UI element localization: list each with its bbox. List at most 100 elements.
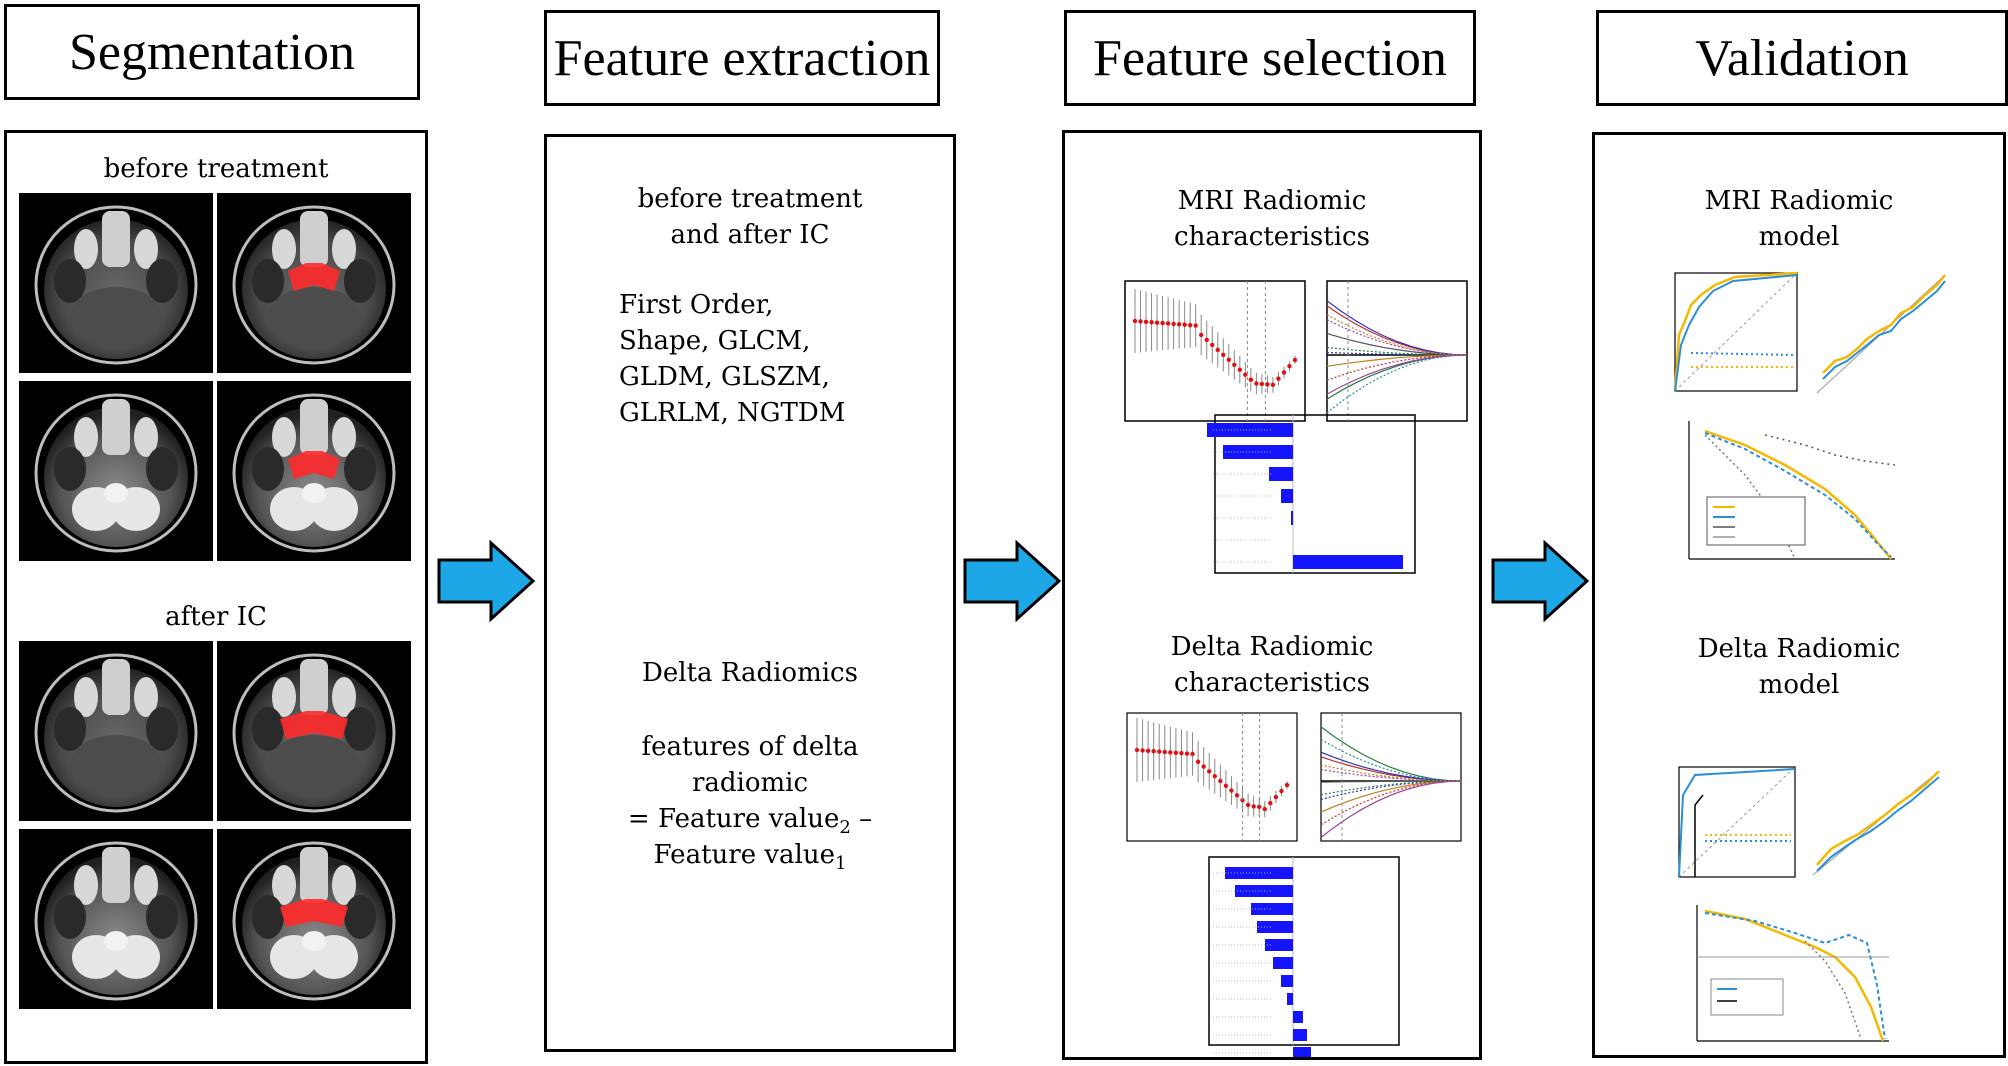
cv-point xyxy=(1262,806,1267,812)
cv-point xyxy=(1281,370,1287,375)
cv-point xyxy=(1134,747,1140,753)
cv-point xyxy=(1221,352,1226,358)
cv-point xyxy=(1276,376,1281,381)
cv-point xyxy=(1215,347,1220,353)
delta-model-title-1: Delta Radiomic xyxy=(1697,634,1901,664)
mri-slice-image xyxy=(217,641,411,821)
mri-slice-image xyxy=(19,381,213,561)
coefficient-path xyxy=(1320,764,1462,782)
coefficient-path xyxy=(1326,346,1468,356)
cv-point xyxy=(1195,759,1201,764)
coefficient-bar-plot xyxy=(1208,856,1400,1057)
cv-point xyxy=(1243,372,1248,377)
header-feature-extraction-label: Feature extraction xyxy=(553,29,931,87)
mri-characteristics-title-1: MRI Radiomic xyxy=(1177,186,1367,216)
mri-model-title-2: model xyxy=(1758,222,1840,252)
feature-class-item: GLDM, GLSZM, xyxy=(619,362,830,392)
roc-curve-plot xyxy=(1678,766,1796,878)
cv-point xyxy=(1245,802,1251,808)
cv-point xyxy=(1240,797,1245,803)
cv-point xyxy=(1149,320,1154,325)
cv-point xyxy=(1284,782,1290,788)
cv-point xyxy=(1140,748,1145,753)
cv-point xyxy=(1212,773,1217,779)
coefficient-bar xyxy=(1293,1011,1303,1023)
cv-point xyxy=(1234,793,1240,798)
coefficient-bar xyxy=(1257,921,1293,933)
cv-point xyxy=(1157,749,1162,754)
formula-text: – xyxy=(850,804,873,834)
coefficient-bar xyxy=(1293,1029,1307,1041)
coefficient-path xyxy=(1326,319,1468,356)
cv-point xyxy=(1254,381,1259,386)
header-feature-extraction: Feature extraction xyxy=(544,10,940,106)
cv-point xyxy=(1201,764,1206,769)
coefficient-path xyxy=(1326,314,1468,356)
coefficient-bar xyxy=(1251,903,1293,915)
before-treatment-label: before treatment xyxy=(103,154,329,184)
coefficient-bar xyxy=(1273,957,1293,969)
cv-point xyxy=(1232,362,1237,367)
cv-point xyxy=(1259,381,1265,387)
cv-point xyxy=(1199,332,1204,338)
cv-point xyxy=(1176,322,1182,327)
header-segmentation: Segmentation xyxy=(4,4,420,100)
segmentation-panel: before treatment after IC xyxy=(4,130,428,1064)
delta-model-title-2: model xyxy=(1758,670,1840,700)
cv-point xyxy=(1138,319,1143,324)
header-validation: Validation xyxy=(1596,10,2008,106)
cv-point xyxy=(1151,749,1156,754)
tumor-segmentation-mask xyxy=(280,899,348,927)
header-segmentation-label: Segmentation xyxy=(69,23,355,81)
selection-thumbnails xyxy=(1124,280,1468,1057)
cv-point xyxy=(1165,321,1171,326)
cv-point xyxy=(1184,751,1190,756)
coefficient-bar xyxy=(1291,511,1293,525)
after-ic-label: after IC xyxy=(165,602,267,632)
cv-point xyxy=(1279,788,1284,794)
roc-curve-plot xyxy=(1673,271,1798,392)
cv-point xyxy=(1143,319,1149,325)
lasso-cv-plot xyxy=(1124,280,1306,422)
cv-point xyxy=(1210,342,1215,348)
delta-characteristics-title-2: characteristics xyxy=(1174,668,1370,698)
cv-point xyxy=(1162,749,1167,755)
mri-slice-image xyxy=(19,641,213,821)
arrow-right-icon xyxy=(963,540,1062,622)
coefficient-bar-plot xyxy=(1207,414,1416,574)
coefficient-bar xyxy=(1265,939,1293,951)
coefficient-bar xyxy=(1281,489,1293,503)
mri-image-grid xyxy=(19,193,411,1009)
delta-definition-line: radiomic xyxy=(691,768,809,798)
coefficient-path xyxy=(1320,780,1462,800)
decision-curve-plot xyxy=(1688,421,1896,560)
tumor-segmentation-mask xyxy=(280,711,348,739)
formula-text: = Feature value xyxy=(627,804,840,834)
mri-model-title-1: MRI Radiomic xyxy=(1704,186,1894,216)
coefficient-bar xyxy=(1293,1047,1311,1057)
arrow-right-icon xyxy=(437,540,536,622)
validation-thumbnails xyxy=(1673,271,1946,1042)
cv-point xyxy=(1193,323,1198,328)
cv-point xyxy=(1251,804,1256,809)
delta-radiomics-title: Delta Radiomics xyxy=(642,658,858,688)
cv-point xyxy=(1248,377,1254,382)
cv-point xyxy=(1292,357,1298,363)
cv-point xyxy=(1237,367,1243,372)
delta-formula-line1: = Feature value2 – xyxy=(547,801,953,846)
feature-selection-panel: MRI Radiomic characteristics Delta Radio… xyxy=(1062,130,1482,1060)
formula-text: Feature value xyxy=(653,840,835,870)
cv-point xyxy=(1173,750,1179,755)
tumor-segmentation-mask xyxy=(288,263,340,291)
cv-point xyxy=(1273,794,1279,800)
coefficient-bar xyxy=(1269,467,1293,481)
coefficient-path xyxy=(1326,354,1468,381)
arrow-right-icon xyxy=(1491,540,1590,622)
validation-panel: MRI Radiomic model Delta Radiomic model xyxy=(1592,132,2006,1058)
formula-subscript: 1 xyxy=(834,853,847,875)
tumor-segmentation-mask xyxy=(288,451,340,479)
cv-point xyxy=(1268,800,1273,806)
coefficient-path xyxy=(1320,780,1462,838)
mri-slice-image xyxy=(217,193,411,373)
header-validation-label: Validation xyxy=(1695,29,1909,87)
